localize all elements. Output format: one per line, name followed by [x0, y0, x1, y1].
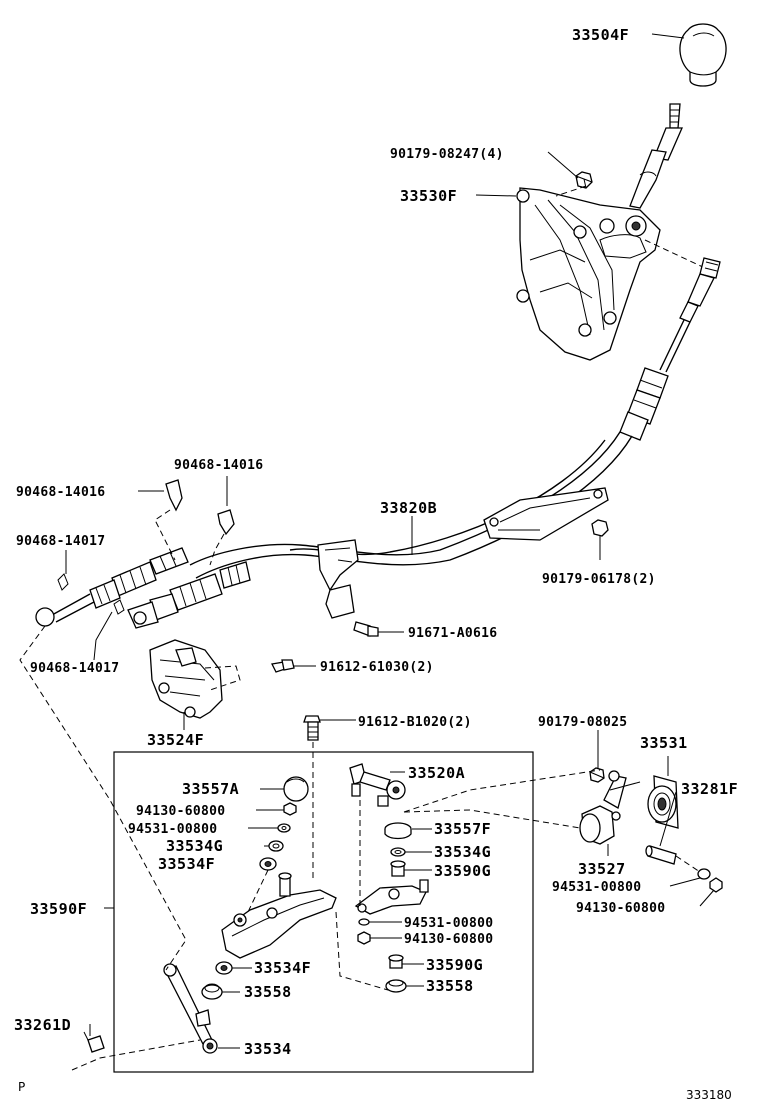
label-33261D: 33261D: [14, 1016, 71, 1034]
label-33590G-b: 33590G: [426, 956, 483, 974]
label-33590G-a: 33590G: [434, 862, 491, 880]
label-33524F: 33524F: [147, 731, 204, 749]
nut-94130-60800-c: [357, 931, 371, 945]
label-33557A: 33557A: [182, 780, 239, 798]
bolt-91612-61030: [271, 659, 316, 673]
label-33558-a: 33558: [244, 983, 292, 1001]
label-33590F: 33590F: [30, 900, 87, 918]
bolt-91612-B1020: [303, 715, 356, 741]
shift-lever: [629, 103, 683, 209]
nut-94130-60800-a: [283, 802, 297, 816]
label-33557F: 33557F: [434, 820, 491, 838]
bushing-33534G-a: [268, 840, 284, 852]
label-90179-08247: 90179-08247(4): [390, 147, 504, 162]
bushing-33534F-a: [259, 857, 277, 871]
label-94531-00800-c: 94531-00800: [404, 916, 493, 931]
pin-33281F: [645, 845, 677, 865]
diagram-code: 333180: [686, 1088, 732, 1102]
shift-knob: [679, 23, 727, 87]
shift-cable-assembly: [189, 431, 633, 619]
lever-33590F: [221, 872, 337, 959]
bushing-33534F-b: [215, 961, 233, 975]
clip-90468-14016-right: [217, 509, 235, 536]
nut-90179-08025: [589, 767, 605, 783]
washer-94531-00800-c: [358, 918, 370, 926]
label-91612-B1020: 91612-B1020(2): [358, 715, 472, 730]
clip-33261D: [83, 1031, 105, 1053]
label-90468-14016-left: 90468-14016: [16, 485, 105, 500]
bolt-91671-A0616: [353, 621, 404, 637]
label-94130-60800-r: 94130-60800: [576, 901, 665, 916]
label-94130-60800-a: 94130-60800: [136, 804, 225, 819]
sub-assembly-box: [113, 751, 534, 1073]
bracket-nut-90179-08247: [575, 171, 593, 189]
label-90468-14016-top: 90468-14016: [174, 458, 263, 473]
label-33534G-b: 33534G: [434, 843, 491, 861]
label-33527: 33527: [578, 860, 626, 878]
label-33534G-a: 33534G: [166, 837, 223, 855]
label-90179-06178: 90179-06178(2): [542, 572, 656, 587]
label-94130-60800-c: 94130-60800: [404, 932, 493, 947]
boot-33558-a: [201, 983, 223, 1000]
ball-joint-33520A: [349, 763, 406, 807]
bushing-33534G-b: [390, 847, 406, 857]
cap-33557F: [384, 822, 412, 840]
cable-end-left-lower: [127, 561, 251, 629]
label-94531-00800-a: 94531-00800: [128, 822, 217, 837]
label-91612-61030: 91612-61030(2): [320, 660, 434, 675]
selector-lever: [354, 879, 429, 915]
bracket-33527: [579, 770, 641, 845]
washer-94531-00800-a: [277, 823, 291, 833]
label-33534F-a: 33534F: [158, 855, 215, 873]
ball-33557A: [283, 776, 309, 802]
clip-90468-14017-bottom: [113, 599, 125, 615]
bolt-90179-06178: [591, 519, 609, 560]
label-90468-14017-left: 90468-14017: [16, 534, 105, 549]
label-33281F: 33281F: [681, 780, 738, 798]
label-33530F: 33530F: [400, 187, 457, 205]
label-94531-00800-r: 94531-00800: [552, 880, 641, 895]
label-33534: 33534: [244, 1040, 292, 1058]
label-33558-b: 33558: [426, 977, 474, 995]
label-33534F-b: 33534F: [254, 959, 311, 977]
collar-33590G-a: [390, 860, 406, 877]
label-33531: 33531: [640, 734, 688, 752]
washer-94531-00800-r: [697, 868, 711, 880]
cable-bracket-33524F: [149, 639, 223, 730]
collar-33590G-b: [388, 954, 404, 969]
label-33520A: 33520A: [408, 764, 465, 782]
label-90179-08025: 90179-08025: [538, 715, 627, 730]
boot-33558-b: [385, 979, 407, 993]
link-rod-33534: [163, 963, 218, 1054]
bushing-33531: [647, 775, 679, 829]
label-90468-14017-bottom: 90468-14017: [30, 661, 119, 676]
label-33504F: 33504F: [572, 26, 629, 44]
clip-90468-14017-left: [57, 573, 69, 591]
shift-lever-bracket: [516, 187, 661, 361]
clip-90468-14016-left: [165, 479, 183, 512]
nut-94130-60800-r: [709, 877, 723, 893]
cable-end-upper: [619, 257, 721, 441]
label-33820B: 33820B: [380, 499, 437, 517]
label-91671-A0616: 91671-A0616: [408, 626, 497, 641]
corner-mark: P: [18, 1080, 25, 1094]
